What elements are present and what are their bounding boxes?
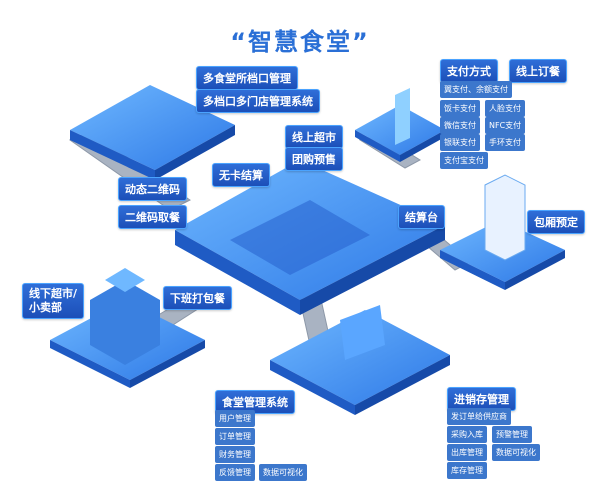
payment-item: NFC支付 xyxy=(485,117,526,134)
inventory-header: 进销存管理 xyxy=(447,387,516,411)
inventory-item: 库存管理 xyxy=(447,462,487,479)
page-title: “智慧食堂” xyxy=(230,28,370,56)
platform-private-room xyxy=(440,174,565,290)
canteen-mgmt-item: 订单管理 xyxy=(215,428,255,445)
payment-item: 微信支付 xyxy=(440,117,480,134)
label-cardless: 无卡结算 xyxy=(212,163,270,187)
platform-offline-market xyxy=(50,268,205,388)
platform-multi-canteen xyxy=(70,85,235,180)
payment-item: 饭卡支付 xyxy=(440,100,480,117)
payment-item: 人脸支付 xyxy=(485,100,525,117)
payment-item: 支付宝支付 xyxy=(440,152,488,169)
label-multi-canteen: 多食堂所档口管理 xyxy=(196,66,298,90)
platform-central xyxy=(175,160,445,315)
inventory-item: 发订单给供应商 xyxy=(447,408,511,425)
label-qr-pickup: 二维码取餐 xyxy=(118,205,187,229)
label-takeaway: 下班打包餐 xyxy=(163,286,232,310)
label-online-market: 线上超市 xyxy=(285,125,343,149)
inventory-item: 预警管理 xyxy=(492,426,532,443)
platform-payment xyxy=(355,88,445,162)
label-private-room: 包厢预定 xyxy=(527,210,585,234)
canteen-mgmt-header: 食堂管理系统 xyxy=(215,390,295,414)
inventory-item: 采购入库 xyxy=(447,426,487,443)
label-multi-store: 多档口多门店管理系统 xyxy=(196,89,320,113)
platform-canteen-mgmt xyxy=(270,305,450,415)
label-dynamic-qr: 动态二维码 xyxy=(118,177,187,201)
payment-header: 支付方式 xyxy=(440,59,498,83)
canteen-mgmt-item: 数据可视化 xyxy=(259,464,307,481)
label-checkout: 结算台 xyxy=(398,205,445,229)
canteen-mgmt-item: 用户管理 xyxy=(215,410,255,427)
label-online-order: 线上订餐 xyxy=(509,59,567,83)
label-group-buy: 团购预售 xyxy=(285,147,343,171)
inventory-item: 数据可视化 xyxy=(492,444,540,461)
payment-item: 银联支付 xyxy=(440,134,480,151)
canteen-mgmt-item: 财务管理 xyxy=(215,446,255,463)
label-offline-market: 线下超市/ 小卖部 xyxy=(22,283,85,319)
canteen-mgmt-item: 反馈管理 xyxy=(215,464,255,481)
payment-item: 手环支付 xyxy=(485,134,525,151)
inventory-item: 出库管理 xyxy=(447,444,487,461)
payment-item: 翼支付、余额支付 xyxy=(440,81,512,98)
